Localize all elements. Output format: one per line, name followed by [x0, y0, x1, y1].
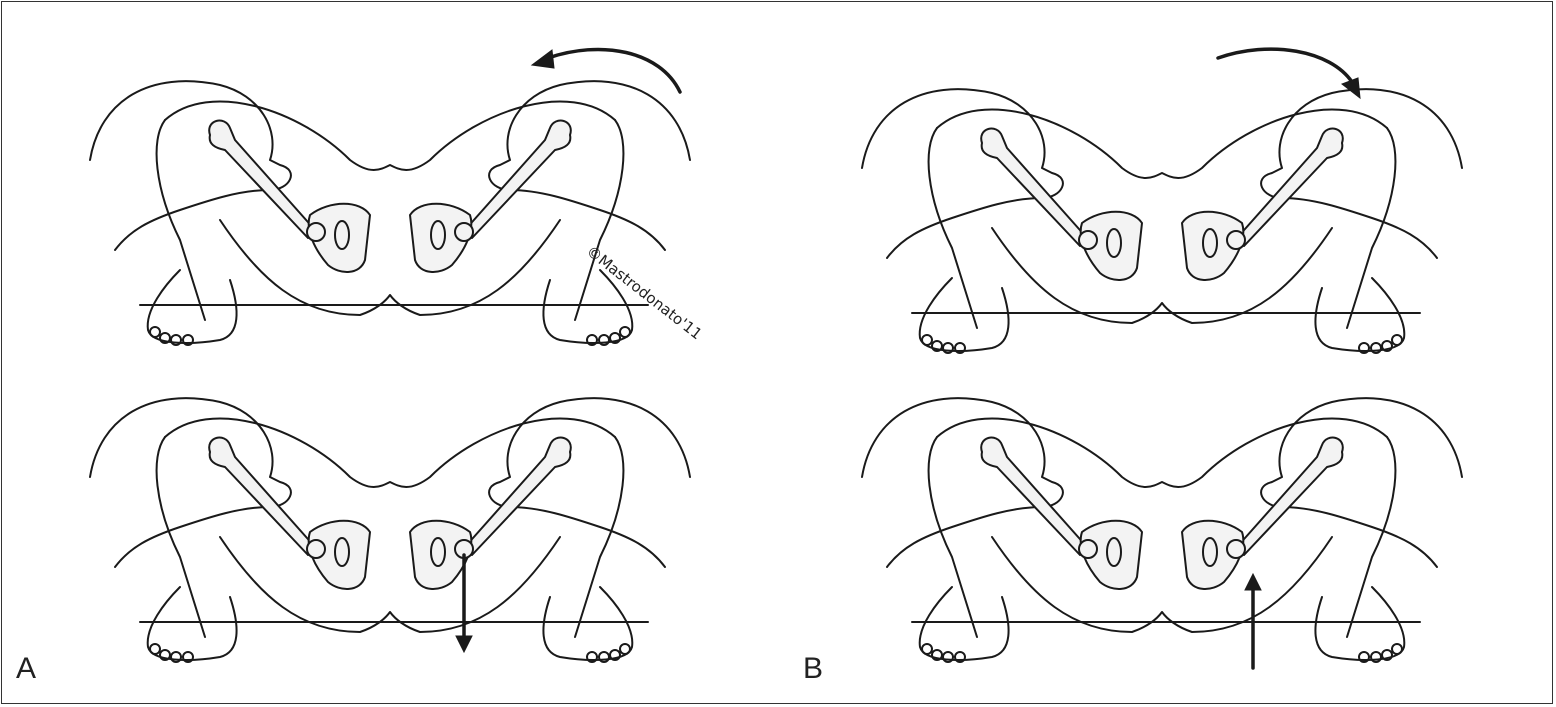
panel-label-a: A: [16, 652, 37, 685]
panel-b-top: [861, 88, 1463, 354]
panel-label-b: B: [803, 652, 824, 685]
panel-a-bottom: [89, 397, 691, 663]
upward-lift-arrow: [1244, 572, 1262, 670]
downward-push-arrow: [455, 553, 473, 654]
rotation-arrow-clockwise: [1216, 47, 1361, 100]
panel-a-top: [89, 80, 691, 346]
panel-b-bottom: [861, 397, 1463, 663]
rotation-arrow-counterclockwise: [530, 47, 682, 94]
